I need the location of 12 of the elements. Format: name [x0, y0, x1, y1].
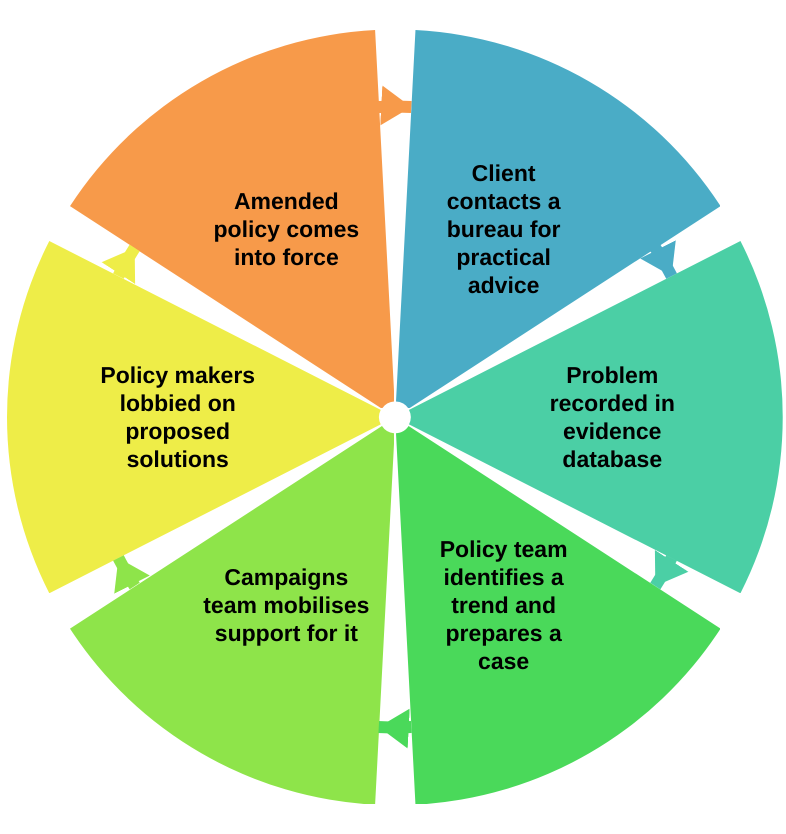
step-text: Amended policy comes into force	[212, 186, 360, 271]
step-text: Problem recorded in evidence database	[548, 360, 676, 474]
arrow	[378, 708, 412, 748]
step-text: Campaigns team mobilises support for it	[202, 563, 370, 648]
step-text: Policy team identifies a trend and prepares a case	[438, 535, 569, 676]
step-text: Policy makers lobbied on proposed solutions	[99, 360, 256, 474]
arrow	[650, 550, 688, 590]
arrow	[378, 86, 412, 126]
step-text: Client contacts a bureau for practical advice	[446, 158, 562, 299]
arrow	[640, 240, 677, 279]
arrow	[102, 244, 140, 284]
arrow	[113, 555, 150, 594]
